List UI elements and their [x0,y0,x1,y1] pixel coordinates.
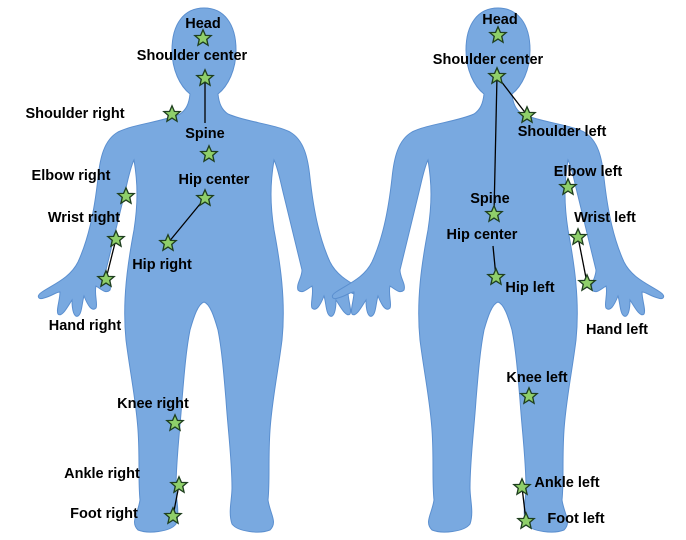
label-hip-right: Hip right [132,257,192,273]
label-spine: Spine [185,126,224,142]
label-head: Head [185,16,220,32]
label-ankle-left: Ankle left [534,475,599,491]
label-wrist-left: Wrist left [574,210,636,226]
label-wrist-right: Wrist right [48,210,120,226]
label-hip-center: Hip center [179,172,250,188]
label-hand-left: Hand left [586,322,648,338]
label-foot-right: Foot right [70,506,138,522]
label-shoulder-center: Shoulder center [433,52,544,68]
label-foot-left: Foot left [547,511,604,527]
label-knee-right: Knee right [117,396,189,412]
label-spine: Spine [470,191,509,207]
label-elbow-right: Elbow right [32,168,111,184]
label-ankle-right: Ankle right [64,466,140,482]
label-hip-left: Hip left [505,280,554,296]
label-knee-left: Knee left [506,370,567,386]
label-shoulder-center: Shoulder center [137,48,248,64]
label-shoulder-right: Shoulder right [25,106,124,122]
star-icon [570,229,586,245]
label-hand-right: Hand right [49,318,122,334]
label-hip-center: Hip center [447,227,518,243]
label-shoulder-left: Shoulder left [518,124,607,140]
back-body-silhouette [332,8,663,532]
label-elbow-left: Elbow left [554,164,623,180]
label-head: Head [482,12,517,28]
front-body-silhouette [38,8,369,532]
